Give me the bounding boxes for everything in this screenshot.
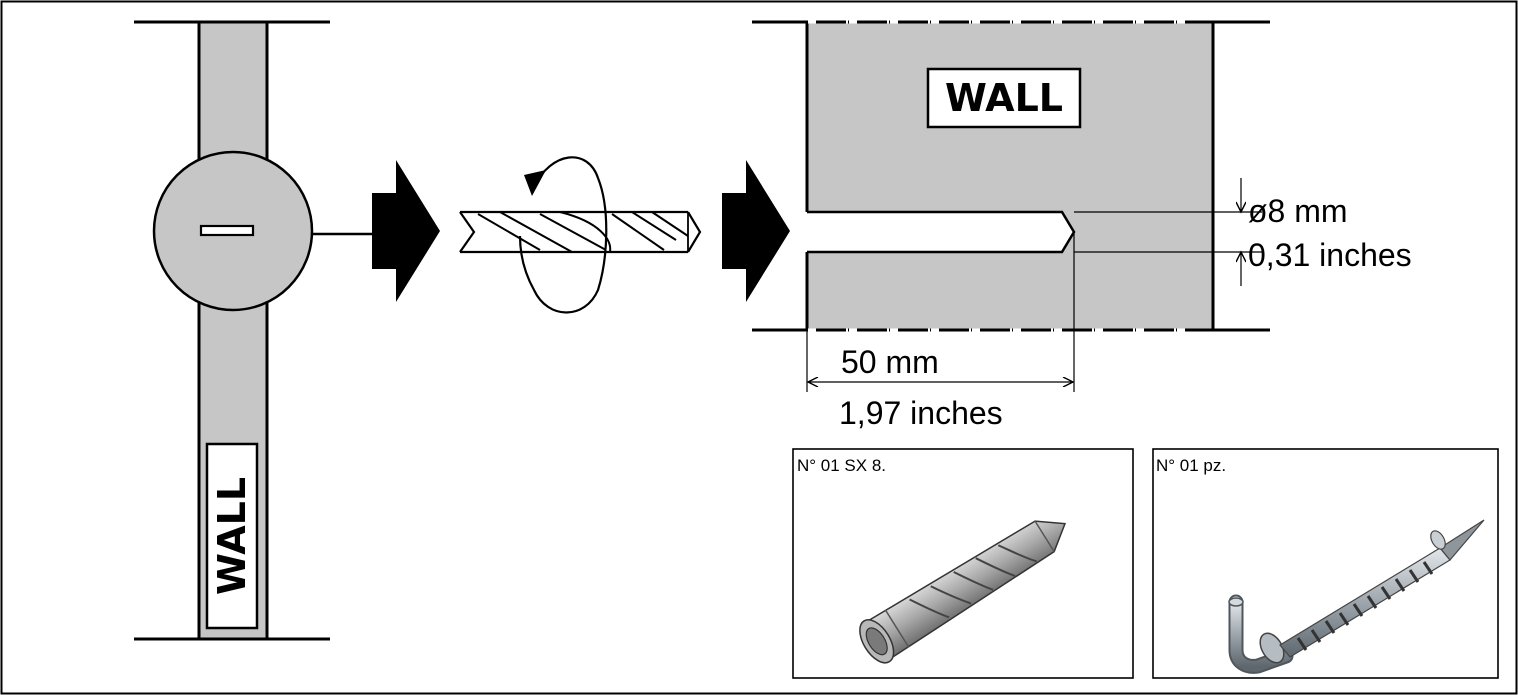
step-arrow-2 — [722, 160, 790, 302]
wall-label-horizontal-text: WALL — [945, 76, 1063, 120]
drill-bit-icon — [459, 156, 702, 314]
hole-diameter-mm: ø8 mm — [1248, 193, 1348, 229]
step-arrow-1 — [372, 160, 440, 302]
diameter-dimension: ø8 mm 0,31 inches — [1074, 178, 1412, 286]
wall-plug-icon — [859, 520, 1067, 664]
wall-label-vertical: WALL — [205, 442, 259, 630]
depth-dimension: 50 mm 1,97 inches — [806, 232, 1075, 431]
part-box-wall-plug: N° 01 SX 8. — [792, 448, 1134, 679]
detail-circle — [152, 150, 372, 312]
hook-screw-icon — [1228, 519, 1485, 674]
hole-depth-in: 1,97 inches — [839, 395, 1003, 431]
drilled-hole — [807, 212, 1074, 252]
drilled-hole-small — [199, 224, 255, 237]
part-label-hook: N° 01 pz. — [1156, 456, 1226, 475]
wall-label-vertical-text: WALL — [210, 477, 254, 595]
hole-diameter-in: 0,31 inches — [1248, 237, 1412, 273]
part-label-plug: N° 01 SX 8. — [797, 456, 886, 475]
wall-label-horizontal: WALL — [926, 67, 1082, 129]
part-box-hook-screw: N° 01 pz. — [1152, 448, 1499, 679]
hole-depth-mm: 50 mm — [841, 344, 939, 380]
